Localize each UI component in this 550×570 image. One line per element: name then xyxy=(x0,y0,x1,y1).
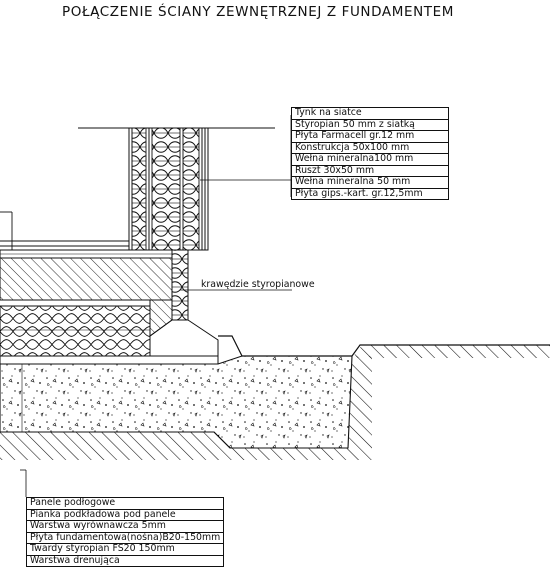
floor-layers-legend: Panele podłogowe Pianka podkładowa pod p… xyxy=(25,497,225,567)
edge-insulation-label: krawędzie styropianowe xyxy=(201,279,315,290)
floor-layer-4: Płyta fundamentowa(nośna)B20-150mm xyxy=(25,531,225,544)
drawing-title: POŁĄCZENIE ŚCIANY ZEWNĘTRZNEJ Z FUNDAMEN… xyxy=(62,4,455,20)
floor-layer-6: Warstwa drenująca xyxy=(25,554,225,567)
floor-layer-5: Twardy styropian FS20 150mm xyxy=(25,543,225,556)
floor-layer-3: Warstwa wyrównawcza 5mm xyxy=(25,520,225,533)
wall-layer-4: Konstrukcja 50x100 mm xyxy=(291,141,449,154)
wall-layer-7: Wełna mineralna 50 mm xyxy=(291,176,449,189)
wall-layer-8: Płyta gips.-kart. gr.12,5mm xyxy=(291,187,449,200)
footing-edge-insulation xyxy=(149,249,219,357)
wall-layer-2: Styropian 50 mm z siatką xyxy=(291,118,449,131)
floor-layer-1: Panele podłogowe xyxy=(25,497,225,510)
wall-layer-3: Płyta Farmacell gr.12 mm xyxy=(291,130,449,143)
subsoil xyxy=(0,356,372,460)
ground-surface xyxy=(218,335,550,358)
floor-layer-2: Pianka podkładowa pod panele xyxy=(25,508,225,521)
wall-layers-legend: Tynk na siatce Styropian 50 mm z siatką … xyxy=(291,107,449,200)
wall-layer-5: Wełna mineralna100 mm xyxy=(291,153,449,166)
exterior-wall xyxy=(0,127,275,251)
wall-layer-6: Ruszt 30x50 mm xyxy=(291,164,449,177)
floor-buildup xyxy=(0,211,219,365)
wall-layer-1: Tynk na siatce xyxy=(291,107,449,120)
